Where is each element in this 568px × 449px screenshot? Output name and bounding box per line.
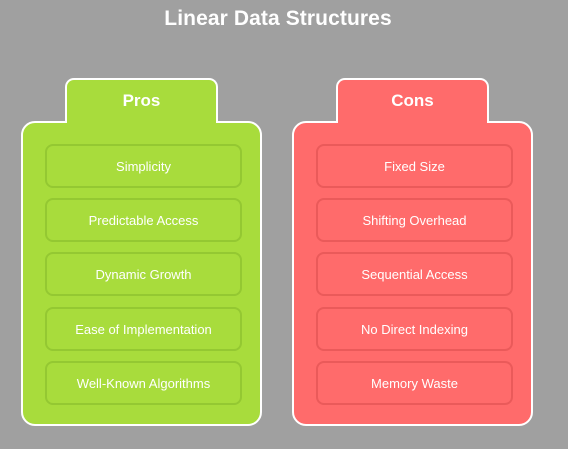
pros-item: Predictable Access xyxy=(45,198,242,242)
pros-header-tab: Pros xyxy=(65,78,218,125)
cons-item: Sequential Access xyxy=(316,252,513,296)
cons-item: Memory Waste xyxy=(316,361,513,405)
cons-item: Fixed Size xyxy=(316,144,513,188)
cons-item: No Direct Indexing xyxy=(316,307,513,351)
pros-item: Well-Known Algorithms xyxy=(45,361,242,405)
diagram-title: Linear Data Structures xyxy=(164,7,392,30)
pros-item: Ease of Implementation xyxy=(45,307,242,351)
cons-item: Shifting Overhead xyxy=(316,198,513,242)
cons-panel: Fixed Size Shifting Overhead Sequential … xyxy=(292,121,533,426)
pros-item: Dynamic Growth xyxy=(45,252,242,296)
cons-header-tab: Cons xyxy=(336,78,489,125)
pros-item: Simplicity xyxy=(45,144,242,188)
pros-panel: Simplicity Predictable Access Dynamic Gr… xyxy=(21,121,262,426)
